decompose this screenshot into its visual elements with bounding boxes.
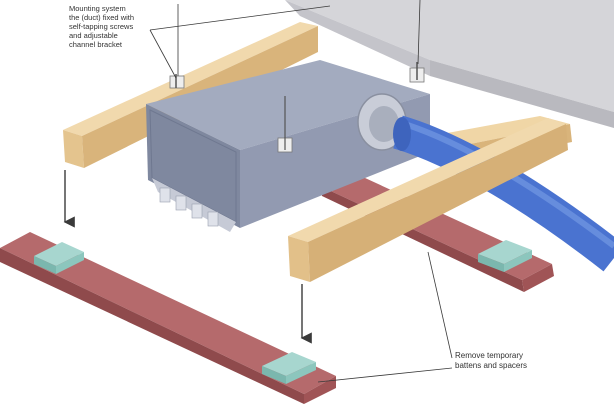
remove-spacers-callout-text: Remove temporary battens and spacers: [455, 351, 528, 370]
front-temporary-spacer: [0, 232, 336, 404]
rubber-pad-left: [34, 242, 84, 274]
front-timber-batten: [288, 118, 568, 282]
mounting-bracket-right: [409, 62, 425, 83]
ceiling-slab: [285, 0, 614, 128]
rubber-pad-front: [262, 352, 316, 384]
mounting-callout-text: Mounting system the (duct) fixed with se…: [69, 4, 135, 49]
rubber-pad-right-back: [478, 240, 532, 272]
leader-line: [317, 251, 453, 383]
mounting-bracket-front: [277, 96, 293, 153]
mounting-bracket-left: [169, 74, 185, 89]
leader-line: [149, 0, 421, 79]
